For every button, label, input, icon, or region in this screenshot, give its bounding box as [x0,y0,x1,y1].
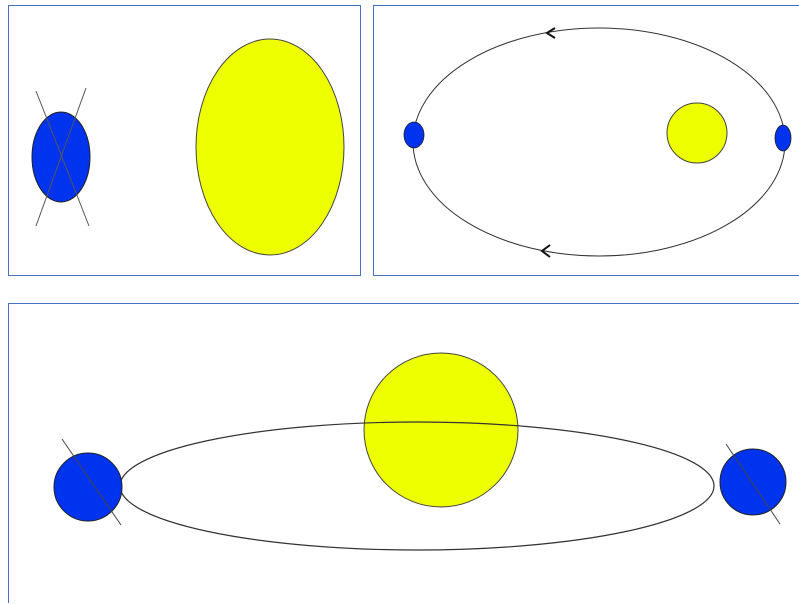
earth-left-icon [53,452,123,522]
direction-arrow-top-icon [545,27,556,39]
sun-icon [363,352,519,508]
direction-arrow-bottom-icon [540,244,551,258]
axis-line-1 [35,90,90,227]
earth-right-icon [774,124,792,152]
axis-line-left [61,438,122,526]
axis-line-2 [35,87,87,227]
panel-orbit-side-view [8,303,799,603]
sun-icon [666,102,728,164]
panel-tilted-earth-svg [31,38,345,256]
panel-tilted-earth [8,5,361,276]
panel-orbit-top-view [373,5,799,276]
panel-orbit-top-view-svg [403,27,792,258]
panel-orbit-side-view-svg [53,352,787,551]
earth-right-icon [719,448,787,516]
earth-left-icon [403,121,425,149]
axis-line-right [725,443,781,525]
sun-icon [195,38,345,256]
orbit-ellipse [412,27,786,257]
